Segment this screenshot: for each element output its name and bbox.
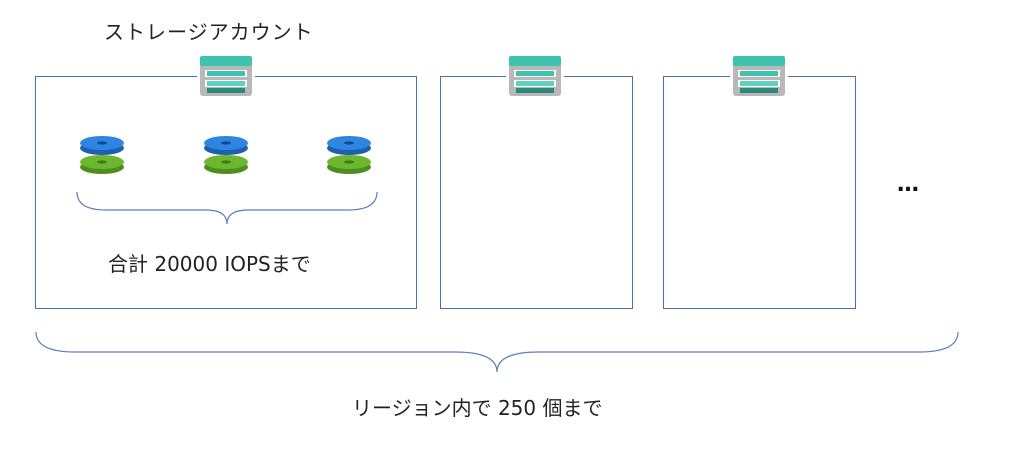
managed-disk-icon xyxy=(78,134,130,180)
storage-account-box-3 xyxy=(663,76,856,309)
storage-account-icon xyxy=(197,54,255,98)
ellipsis: … xyxy=(897,172,923,197)
disk-group-label: 合計 20000 IOPSまで xyxy=(108,252,311,276)
managed-disk-icon xyxy=(202,134,254,180)
storage-account-title: ストレージアカウント xyxy=(104,20,314,44)
storage-account-icon xyxy=(506,54,564,98)
storage-account-icon xyxy=(730,54,788,98)
storage-account-box-2 xyxy=(440,76,633,309)
managed-disk-icon xyxy=(325,134,377,180)
storage-account-box-1 xyxy=(35,76,417,309)
region-brace xyxy=(35,331,959,373)
region-label: リージョン内で 250 個まで xyxy=(352,396,603,420)
disk-group-brace xyxy=(76,191,378,225)
